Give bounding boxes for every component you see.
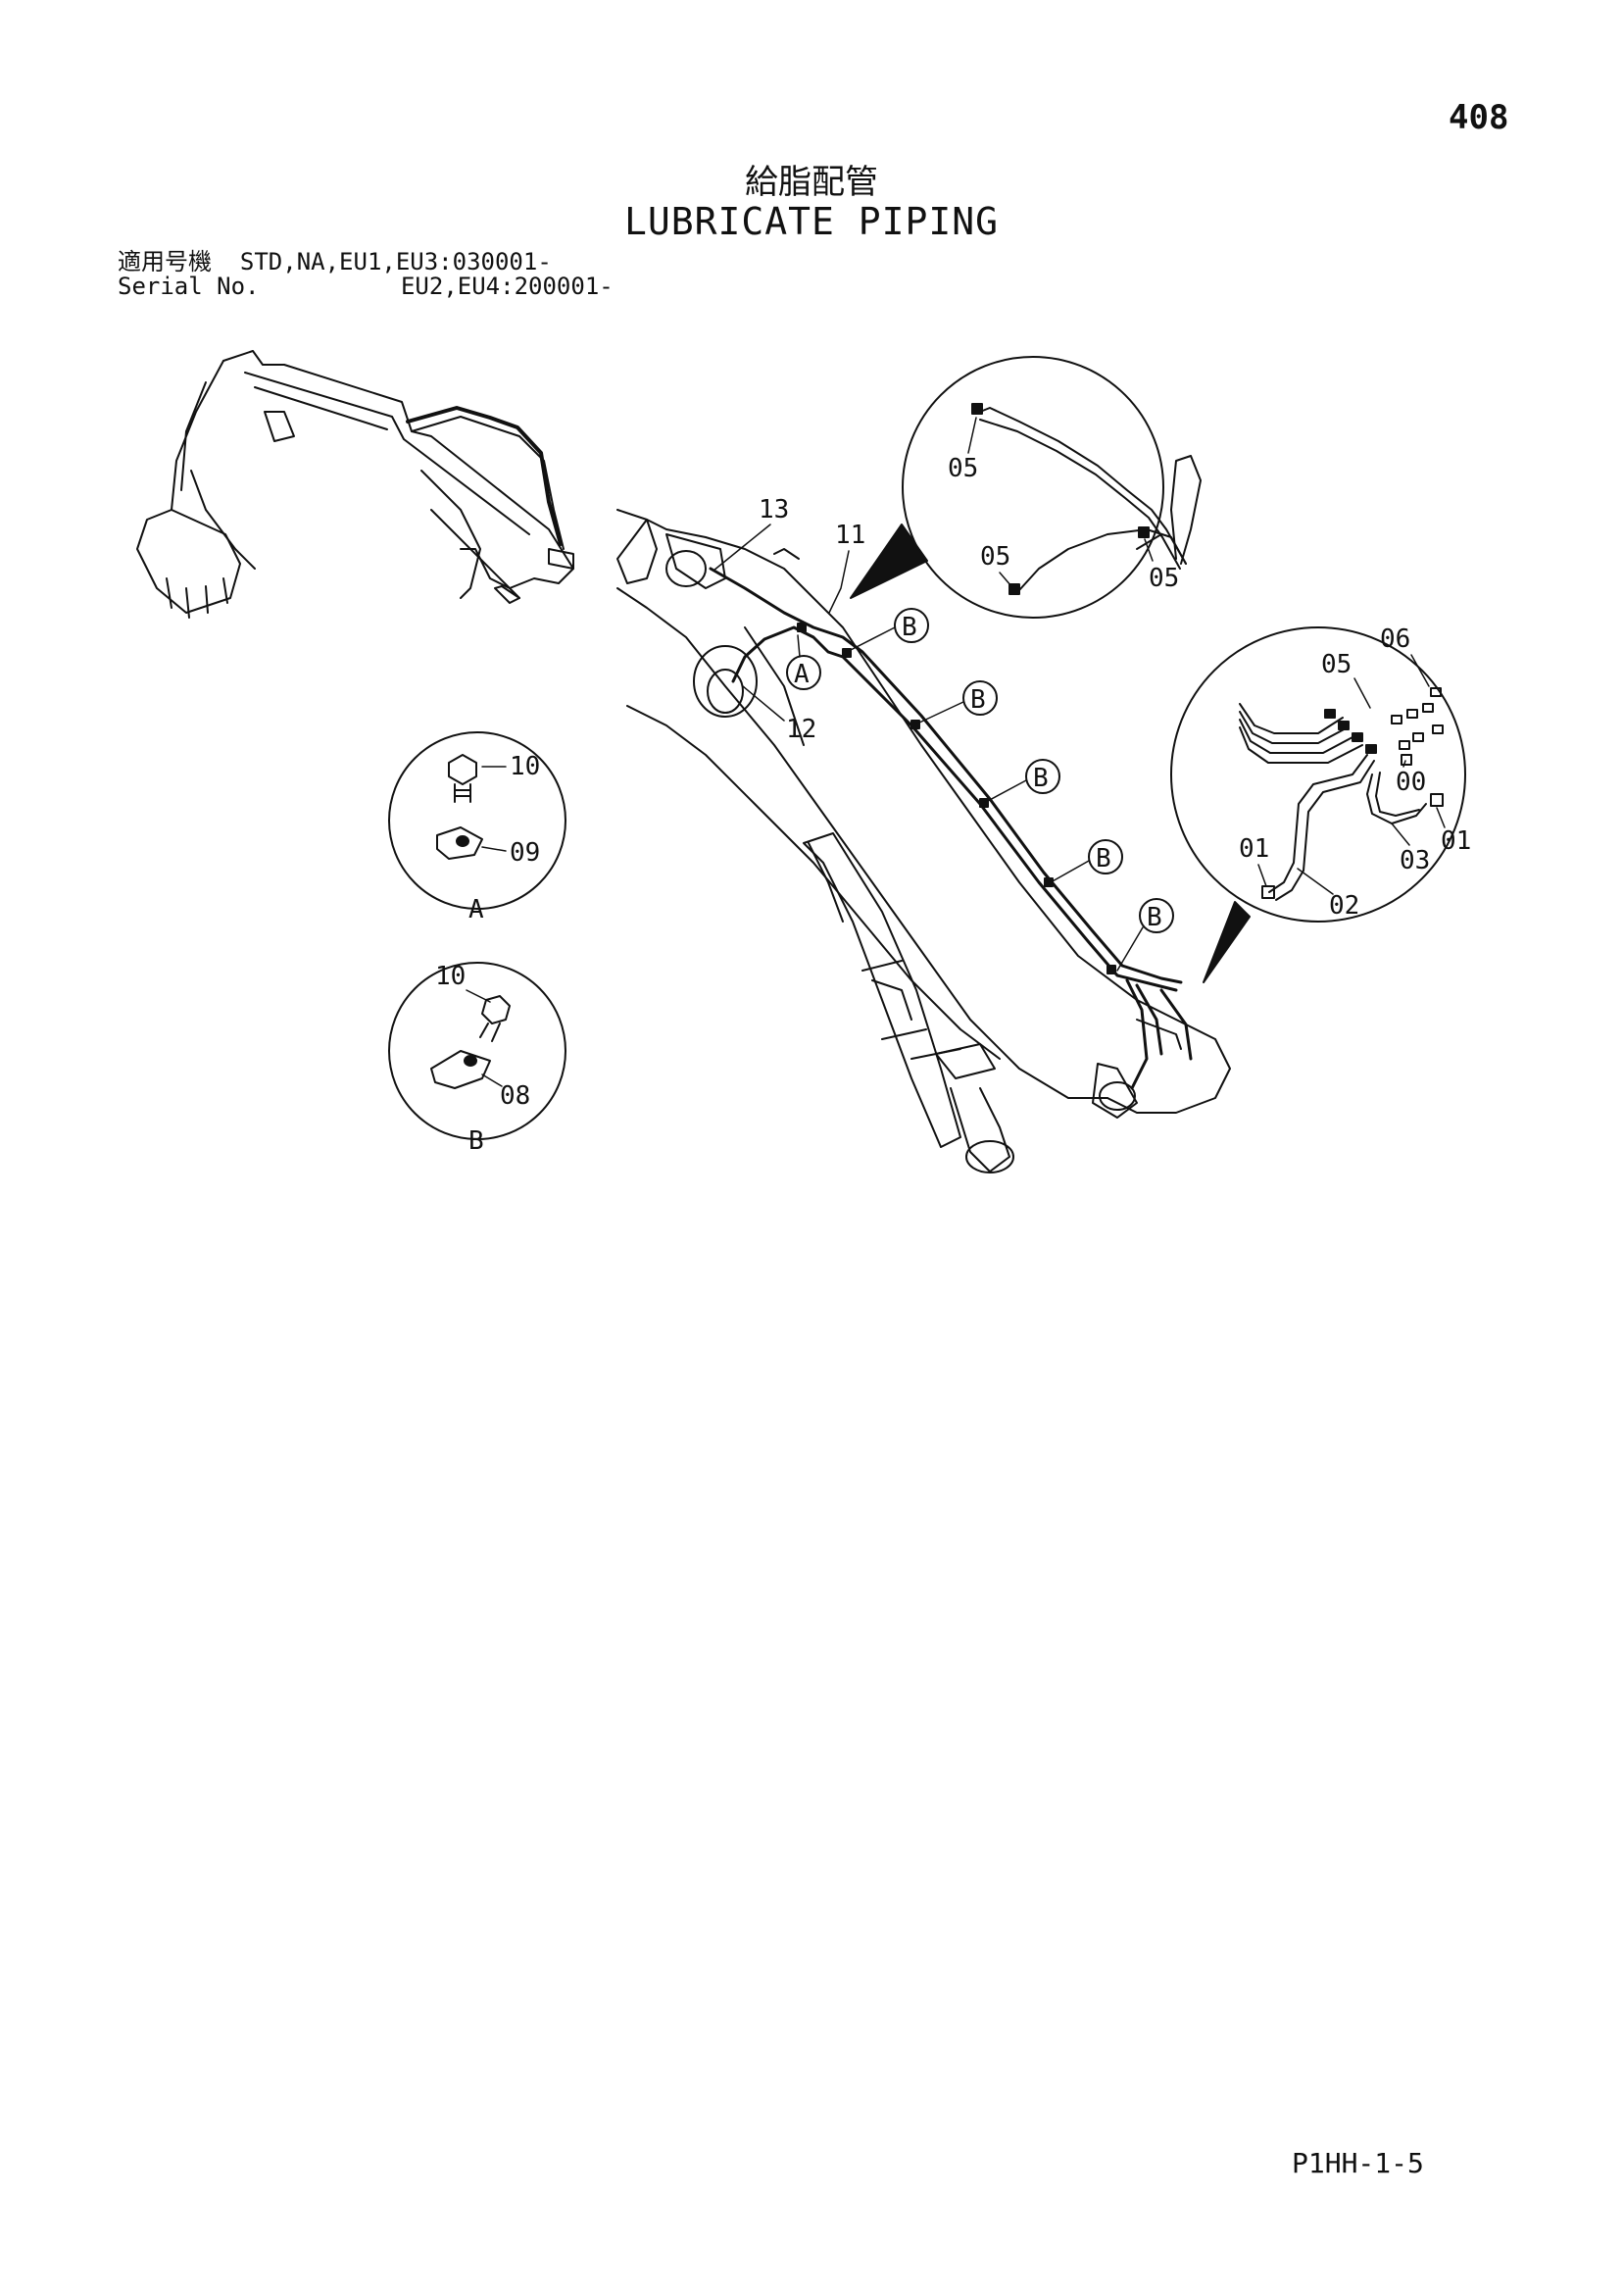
detail-b-label: B <box>468 1126 484 1156</box>
svg-text:B: B <box>1147 903 1162 932</box>
main-callouts: 13 11 12 A B B B B B <box>713 495 1174 972</box>
excavator-overview <box>136 350 574 619</box>
callout-13: 13 <box>759 495 789 524</box>
detail-top-callout-05c: 05 <box>1149 564 1179 593</box>
serial-line-1: 適用号機 STD,NA,EU1,EU3:030001- <box>118 248 552 275</box>
pipe-clamps <box>797 623 1116 974</box>
bubble-b-5 <box>1139 898 1174 933</box>
svg-text:A: A <box>794 660 810 689</box>
bubble-b-4 <box>1088 839 1123 874</box>
serial-line-2: Serial No. EU2,EU4:200001- <box>118 273 614 300</box>
detail-right-callout-06: 06 <box>1380 624 1410 654</box>
detail-right-callout-03: 03 <box>1400 846 1430 875</box>
detail-b-callout-08: 08 <box>500 1081 530 1111</box>
detail-top-callout-05a: 05 <box>948 454 978 483</box>
detail-right-callout-01a: 01 <box>1239 834 1269 864</box>
detail-right-callout-02: 02 <box>1329 891 1359 921</box>
callout-12: 12 <box>786 715 816 744</box>
cylinder-drawing <box>803 832 1014 1173</box>
svg-text:B: B <box>1033 764 1049 793</box>
bubble-b-3 <box>1025 759 1060 794</box>
title-japanese: 給脂配管 <box>745 163 878 202</box>
bubble-a <box>786 655 821 690</box>
detail-a-label: A <box>468 895 484 924</box>
page-number: 408 <box>1449 98 1509 137</box>
title-english: LUBRICATE PIPING <box>623 200 1000 243</box>
detail-a-callout-10: 10 <box>510 752 540 781</box>
svg-text:B: B <box>970 685 986 715</box>
bubble-b-1 <box>894 608 929 643</box>
detail-b-callout-10: 10 <box>435 962 466 991</box>
svg-text:B: B <box>902 613 917 642</box>
svg-text:B: B <box>1096 844 1111 873</box>
detail-top: 05 05 05 <box>850 356 1202 619</box>
serial-number-block: 適用号機 STD,NA,EU1,EU3:030001- Serial No. E… <box>118 250 614 299</box>
footer-code: P1HH-1-5 <box>1292 2147 1424 2179</box>
detail-right: 06 05 00 01 03 01 02 <box>1170 624 1471 983</box>
bubble-b-2 <box>962 680 998 716</box>
callout-11: 11 <box>835 521 865 550</box>
detail-right-callout-05: 05 <box>1321 650 1352 679</box>
detail-b: 10 08 B <box>388 962 566 1156</box>
detail-a: 10 09 A <box>388 731 566 924</box>
detail-top-callout-05b: 05 <box>980 542 1010 572</box>
boom-drawing <box>616 509 1231 1119</box>
detail-a-callout-09: 09 <box>510 838 540 868</box>
lube-pipe-run <box>709 567 1193 1090</box>
detail-right-callout-00: 00 <box>1396 768 1426 797</box>
detail-right-callout-01b: 01 <box>1441 826 1471 856</box>
